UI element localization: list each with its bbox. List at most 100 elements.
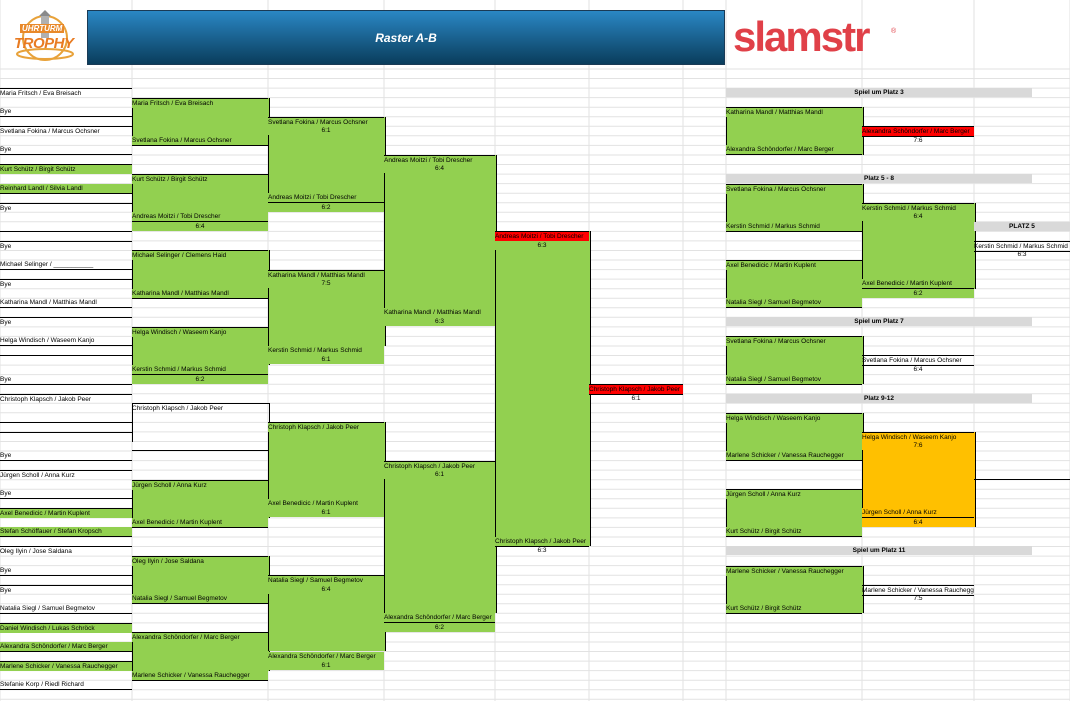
match-connector	[495, 231, 591, 547]
r2-score: 6:4	[132, 221, 268, 231]
r3-player-slot[interactable]: Svetlana Fokina / Marcus Ochsner	[268, 116, 384, 127]
r3-player-slot[interactable]: Axel Benedicic / Martin Kuplent	[268, 498, 384, 509]
side-player-slot[interactable]: Svetlana Fokina / Marcus Ochsner	[726, 183, 862, 194]
r2-player-slot[interactable]: Katharina Mandl / Matthias Mandl	[132, 288, 268, 299]
r1-player-slot[interactable]: Bye	[0, 584, 132, 595]
r1-player-slot[interactable]: Oleg Ilyin / Jose Saldana	[0, 546, 132, 556]
side-score: 6:2	[862, 288, 974, 298]
r2-score: 6:2	[132, 374, 268, 384]
side-player-slot[interactable]: Natalia Siegl / Samuel Begmetov	[726, 374, 862, 385]
side-player-slot[interactable]: Jürgen Scholl / Anna Kurz	[726, 489, 862, 500]
r5-player-slot[interactable]: Christoph Klapsch / Jakob Peer	[495, 536, 589, 547]
r1-player-slot[interactable]	[0, 222, 132, 232]
r1-player-slot[interactable]: Bye	[0, 375, 132, 385]
r1-player-slot[interactable]: Reinhard Landl / Silvia Landl	[0, 183, 132, 194]
r1-player-slot[interactable]: Helga Windisch / Waseem Kanjo	[0, 336, 132, 347]
r4-score: 6:4	[384, 164, 495, 174]
r2-player-slot[interactable]: Michael Selinger / Clemens Haid	[132, 250, 268, 261]
side-score: 6:4	[862, 212, 974, 222]
side-player-slot[interactable]: Marlene Schicker / Vanessa Rauchegger	[726, 450, 862, 461]
side-player-slot[interactable]: Svetlana Fokina / Marcus Ochsner	[726, 336, 862, 347]
side-winner[interactable]: Helga Windisch / Waseem Kanjo	[862, 431, 974, 442]
r1-player-slot[interactable]: Bye	[0, 451, 132, 461]
r1-player-slot[interactable]: Kurt Schütz / Birgit Schütz	[0, 164, 132, 175]
r2-player-slot[interactable]: Andreas Moitzi / Tobi Drescher	[132, 212, 268, 223]
r1-player-slot[interactable]	[0, 413, 132, 423]
final-winner[interactable]: Christoph Klapsch / Jakob Peer	[589, 384, 683, 396]
side-player-slot[interactable]: Helga Windisch / Waseem Kanjo	[726, 412, 862, 423]
side-score: 7:5	[913, 595, 923, 603]
r3-player-slot[interactable]: Kerstin Schmid / Markus Schmid	[268, 345, 384, 356]
r5-player-slot[interactable]: Andreas Moitzi / Tobi Drescher	[495, 231, 589, 242]
r4-player-slot[interactable]: Katharina Mandl / Matthias Mandl	[384, 307, 495, 318]
r2-player-slot[interactable]: Svetlana Fokina / Marcus Ochsner	[132, 135, 268, 146]
r2-player-slot[interactable]	[132, 441, 268, 452]
r1-player-slot[interactable]: Jürgen Scholl / Anna Kurz	[0, 470, 132, 480]
r1-player-slot[interactable]: Bye	[0, 566, 132, 576]
r3-player-slot[interactable]: Christoph Klapsch / Jakob Peer	[268, 422, 384, 433]
r2-player-slot[interactable]: Axel Benedicic / Martin Kuplent	[132, 517, 268, 528]
side-player-slot[interactable]: Katharina Mandl / Matthias Mandl	[726, 107, 862, 118]
r2-player-slot[interactable]: Natalia Siegl / Samuel Begmetov	[132, 594, 268, 605]
side-score: 6:4	[862, 517, 974, 527]
r1-player-slot[interactable]: Axel Benedicic / Martin Kuplent	[0, 508, 132, 519]
platz-5-winner[interactable]: Kerstin Schmid / Markus Schmid	[974, 240, 1070, 252]
r1-player-slot[interactable]	[0, 355, 132, 365]
r1-player-slot[interactable]: Natalia Siegl / Samuel Begmetov	[0, 604, 132, 614]
r3-score: 7:5	[268, 279, 384, 288]
r1-player-slot[interactable]: Daniel Windisch / Lukas Schröck	[0, 622, 132, 633]
side-winner[interactable]: Kerstin Schmid / Markus Schmid	[862, 202, 974, 213]
side-player-slot[interactable]: Kurt Schütz / Birgit Schütz	[726, 603, 862, 614]
r1-player-slot[interactable]: Alexandra Schöndorfer / Marc Berger	[0, 641, 132, 652]
platz-5-score: 6:3	[1017, 251, 1027, 259]
side-winner[interactable]: Jürgen Scholl / Anna Kurz	[862, 508, 974, 519]
r2-player-slot[interactable]: Kurt Schütz / Birgit Schütz	[132, 173, 268, 184]
r1-player-slot[interactable]: Katharina Mandl / Matthias Mandl	[0, 298, 132, 309]
side-player-slot[interactable]: Alexandra Schöndorfer / Marc Berger	[726, 145, 862, 156]
r2-player-slot[interactable]: Alexandra Schöndorfer / Marc Berger	[132, 632, 268, 643]
r1-player-slot[interactable]: Stefan Schöffauer / Stefan Kropsch	[0, 527, 132, 538]
r2-player-slot[interactable]: Marlene Schicker / Vanessa Rauchegger	[132, 670, 268, 681]
r1-player-slot[interactable]: Maria Fritsch / Eva Breisach	[0, 88, 132, 98]
r4-player-slot[interactable]: Alexandra Schöndorfer / Marc Berger	[384, 613, 495, 624]
r4-player-slot[interactable]: Christoph Klapsch / Jakob Peer	[384, 460, 495, 471]
side-winner[interactable]: Alexandra Schöndorfer / Marc Berger	[862, 126, 974, 138]
side-player-slot[interactable]: Kurt Schütz / Birgit Schütz	[726, 527, 862, 538]
r1-player-slot[interactable]: Bye	[0, 202, 132, 213]
r1-player-slot[interactable]: Marlene Schicker / Vanessa Rauchegger	[0, 661, 132, 671]
r2-player-slot[interactable]: Helga Windisch / Waseem Kanjo	[132, 326, 268, 337]
r1-player-slot[interactable]: Bye	[0, 317, 132, 327]
empty-slot	[974, 470, 1070, 480]
r4-player-slot[interactable]: Andreas Moitzi / Tobi Drescher	[384, 154, 495, 165]
side-player-slot[interactable]: Axel Benedicic / Martin Kuplent	[726, 259, 862, 270]
r3-player-slot[interactable]: Alexandra Schöndorfer / Marc Berger	[268, 651, 384, 662]
side-winner[interactable]: Marlene Schicker / Vanessa Rauchegger	[862, 584, 974, 596]
r2-player-slot[interactable]: Christoph Klapsch / Jakob Peer	[132, 403, 268, 413]
final-score: 6:1	[631, 394, 641, 402]
r3-score: 6:2	[268, 202, 384, 212]
side-winner[interactable]: Axel Benedicic / Martin Kuplent	[862, 279, 974, 289]
r1-player-slot[interactable]	[0, 431, 132, 442]
r1-player-slot[interactable]: Svetlana Fokina / Marcus Ochsner	[0, 126, 132, 136]
r2-player-slot[interactable]: Maria Fritsch / Eva Breisach	[132, 97, 268, 108]
r2-player-slot[interactable]: Jürgen Scholl / Anna Kurz	[132, 479, 268, 490]
side-player-slot[interactable]: Natalia Siegl / Samuel Begmetov	[726, 298, 862, 309]
r4-score: 6:3	[384, 317, 495, 327]
r3-score: 6:1	[268, 126, 384, 136]
r1-player-slot[interactable]: Stefanie Korp / Riedl Richard	[0, 680, 132, 691]
r1-player-slot[interactable]: Bye	[0, 107, 132, 118]
r1-player-slot[interactable]: Christoph Klapsch / Jakob Peer	[0, 393, 132, 404]
r2-player-slot[interactable]: Oleg Ilyin / Jose Saldana	[132, 556, 268, 566]
side-winner[interactable]: Svetlana Fokina / Marcus Ochsner	[862, 355, 974, 367]
side-player-slot[interactable]: Marlene Schicker / Vanessa Rauchegger	[726, 565, 862, 576]
r3-player-slot[interactable]: Andreas Moitzi / Tobi Drescher	[268, 193, 384, 204]
r1-player-slot[interactable]: Bye	[0, 489, 132, 500]
r1-player-slot[interactable]: Bye	[0, 145, 132, 156]
r2-player-slot[interactable]: Kerstin Schmid / Markus Schmid	[132, 365, 268, 375]
r1-player-slot[interactable]: Bye	[0, 240, 132, 251]
r3-player-slot[interactable]: Katharina Mandl / Matthias Mandl	[268, 269, 384, 280]
r1-player-slot[interactable]: Bye	[0, 279, 132, 289]
r3-player-slot[interactable]: Natalia Siegl / Samuel Begmetov	[268, 575, 384, 585]
side-player-slot[interactable]: Kerstin Schmid / Markus Schmid	[726, 221, 862, 232]
r1-player-slot[interactable]: Michael Selinger / ___________	[0, 260, 132, 270]
